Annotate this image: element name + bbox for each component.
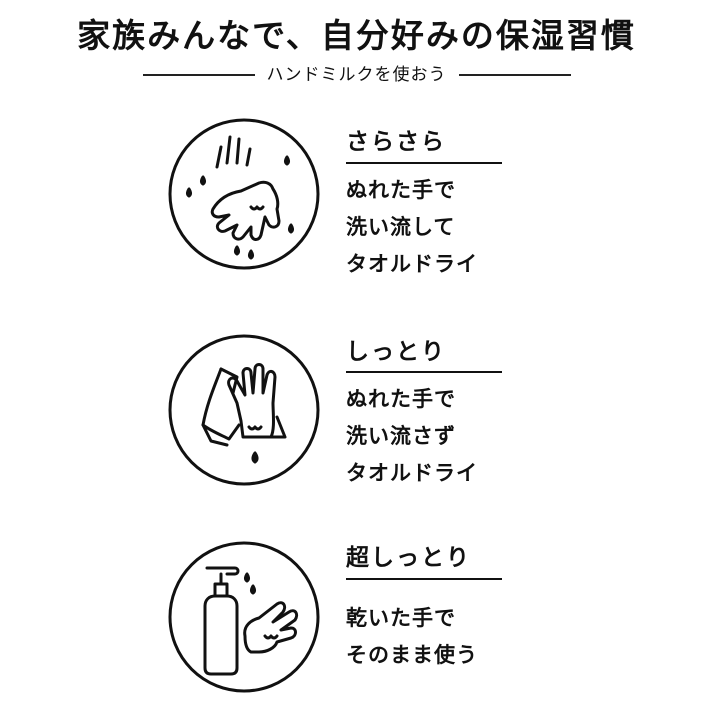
subtitle-left-rule: [142, 74, 255, 76]
pump-bottle-hand-icon: [167, 540, 321, 694]
heading-rule: [346, 578, 502, 580]
wet-hand-drip-icon: [167, 117, 321, 271]
description-line: 洗い流して: [346, 215, 456, 239]
subtitle-row: ハンドミルクを使おう: [0, 62, 713, 88]
item-heading: しっとり: [346, 339, 446, 365]
item-description: 乾いた手で そのまま使う: [346, 600, 516, 674]
item-description: ぬれた手で 洗い流さず タオルドライ: [346, 381, 516, 492]
subtitle: ハンドミルクを使おう: [266, 65, 447, 85]
subtitle-right-rule: [458, 74, 571, 76]
item-heading: さらさら: [346, 129, 446, 155]
description-line: ぬれた手で: [346, 387, 456, 411]
page-title: 家族みんなで、自分好みの保湿習慣: [77, 16, 636, 55]
item-heading: 超しっとり: [346, 545, 471, 571]
description-line: そのまま使う: [346, 643, 478, 667]
description-line: ぬれた手で: [346, 178, 456, 202]
description-line: タオルドライ: [346, 461, 478, 485]
description-line: 洗い流さず: [346, 424, 456, 448]
heading-rule: [346, 162, 502, 164]
towel-hand-icon: [167, 333, 321, 487]
description-line: 乾いた手で: [346, 606, 456, 630]
heading-rule: [346, 371, 502, 373]
item-description: ぬれた手で 洗い流して タオルドライ: [346, 172, 516, 283]
description-line: タオルドライ: [346, 252, 478, 276]
